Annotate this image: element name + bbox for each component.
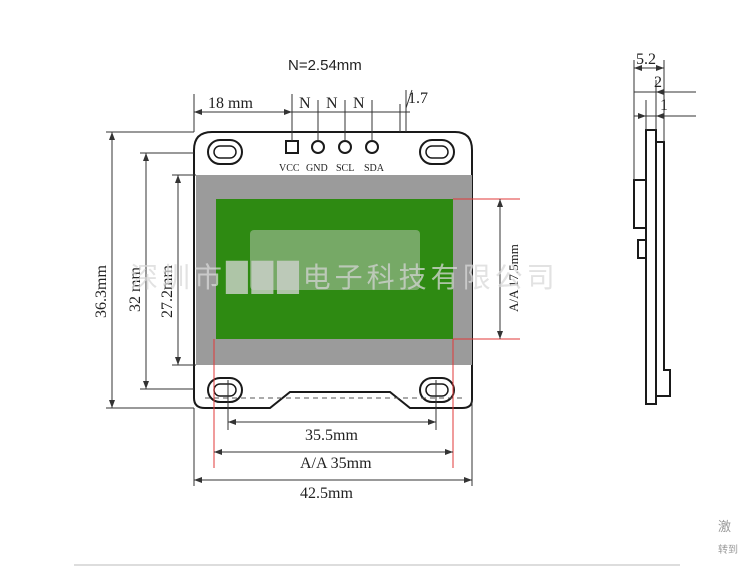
arrow-glass-w-left: [228, 419, 236, 425]
mounting-hole-inner-tl: [213, 145, 237, 159]
pin-label-sda: SDA: [364, 163, 385, 174]
dim-side-total: 5.2: [636, 51, 656, 68]
arrow-overall-bottom: [109, 400, 115, 408]
dim-glass-width: 35.5mm: [305, 427, 358, 444]
arrow-side-module-r: [656, 89, 664, 95]
mounting-hole-top-left: [207, 139, 243, 165]
mounting-hole-inner-br: [425, 383, 449, 397]
right-offset-leader: [405, 89, 413, 109]
dim-aa-height: A/A 17.5mm: [506, 244, 521, 312]
arrow-top-left: [194, 109, 202, 115]
mounting-hole-bottom-left: [207, 377, 243, 403]
arrow-aa-w-right: [445, 449, 453, 455]
arrow-side-pcb-r: [656, 113, 664, 119]
arrow-side-pcb-l: [638, 113, 646, 119]
active-display-area: [216, 199, 453, 339]
arrow-overall-top: [109, 132, 115, 140]
dim-left-offset: 18 mm: [208, 95, 253, 112]
dim-side-module: 2: [654, 74, 662, 91]
watermark-blur-block: [250, 230, 420, 290]
side-view-component-1: [633, 179, 647, 229]
mounting-hole-bottom-right: [419, 377, 455, 403]
corner-text-goto: 转到: [718, 543, 738, 556]
arrow-overall-w-right: [464, 477, 472, 483]
arrow-aa-bottom: [497, 331, 503, 339]
dim-right-offset: 1.7: [408, 90, 428, 107]
dim-board-height: 32 mm: [127, 267, 144, 312]
side-view-pcb: [645, 129, 657, 405]
arrow-board-top: [143, 153, 149, 161]
dim-overall-height: 36.3mm: [93, 265, 110, 318]
mounting-hole-inner-tr: [425, 145, 449, 159]
dim-pitch-2: N: [326, 95, 338, 112]
arrow-side-total-r: [656, 65, 664, 71]
dim-side-pcb: 1: [660, 97, 668, 114]
arrow-aa-w-left: [214, 449, 222, 455]
dim-glass-height: 27.2mm: [159, 265, 176, 318]
watermark-company-name: 深圳市███电子科技有限公司: [130, 260, 559, 294]
dim-aa-width: A/A 35mm: [300, 455, 372, 472]
pitch-label: N=2.54mm: [288, 57, 362, 74]
pin-label-vcc: VCC: [279, 163, 300, 174]
arrow-overall-w-left: [194, 477, 202, 483]
pin-label-gnd: GND: [306, 163, 328, 174]
arrow-top-pin1: [284, 109, 292, 115]
mounting-hole-top-right: [419, 139, 455, 165]
dim-pitch-1: N: [299, 95, 311, 112]
side-view-module: [655, 141, 671, 397]
dim-overall-width: 42.5mm: [300, 485, 353, 502]
arrow-glass-bottom: [175, 357, 181, 365]
pin-label-scl: SCL: [336, 163, 354, 174]
arrow-side-total-l: [634, 65, 642, 71]
corner-text-activate: 激: [718, 520, 731, 535]
arrow-board-bottom: [143, 381, 149, 389]
arrow-glass-top: [175, 175, 181, 183]
arrow-aa-top: [497, 199, 503, 207]
arrow-glass-w-right: [428, 419, 436, 425]
dim-pitch-3: N: [353, 95, 365, 112]
side-view-component-2: [637, 239, 647, 259]
